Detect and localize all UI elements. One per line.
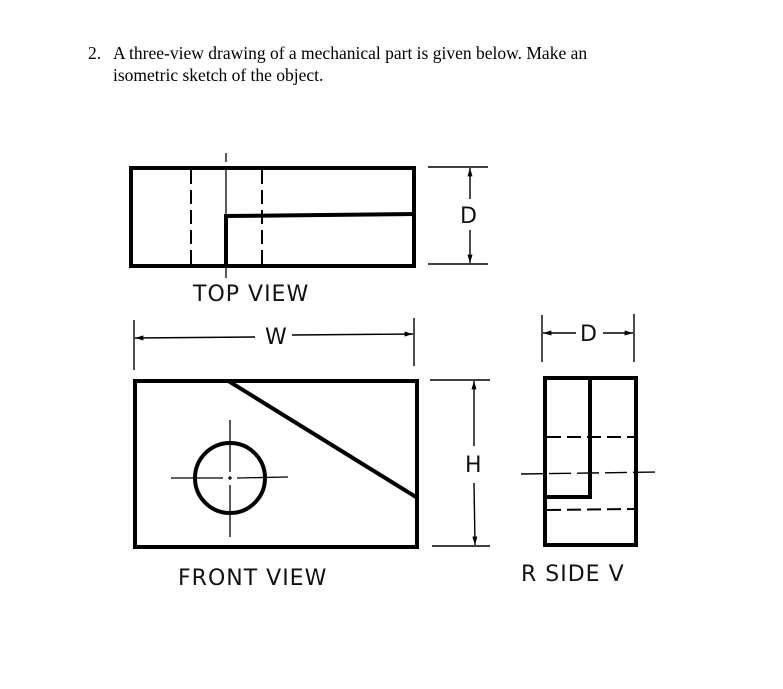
- front-view-label: FRONT VIEW: [178, 566, 327, 591]
- problem-line-1: A three-view drawing of a mechanical par…: [113, 43, 588, 63]
- right-side-view: R SIDE V: [520, 376, 661, 587]
- side-view-hidden-line-lower: [546, 508, 635, 511]
- side-view-label: R SIDE V: [521, 562, 625, 587]
- width-label: W: [265, 325, 287, 350]
- height-label: H: [465, 453, 482, 478]
- side-view-centerline: [520, 471, 661, 475]
- front-view-outline: [133, 379, 419, 549]
- depth-label-side: D: [580, 322, 597, 347]
- problem-statement: 2. A three-view drawing of a mechanical …: [88, 42, 708, 86]
- problem-line-2: isometric sketch of the object.: [113, 65, 324, 85]
- depth-label-top: D: [460, 204, 477, 229]
- top-view: TOP VIEW: [129, 153, 417, 307]
- depth-dimension-top: D: [428, 166, 488, 265]
- front-view: FRONT VIEW: [133, 379, 419, 591]
- side-view-slot-edge: [544, 377, 592, 499]
- problem-number: 2.: [88, 43, 102, 63]
- top-view-outline: [129, 166, 416, 268]
- hole-centerline-horizontal-right: [236, 476, 289, 479]
- depth-dimension-side: D: [541, 314, 635, 362]
- front-view-slanted-edge: [227, 379, 419, 500]
- height-dimension: H: [430, 379, 490, 547]
- top-view-label: TOP VIEW: [192, 282, 309, 307]
- width-dimension: W: [133, 318, 415, 370]
- top-view-step-edge: [224, 211, 417, 268]
